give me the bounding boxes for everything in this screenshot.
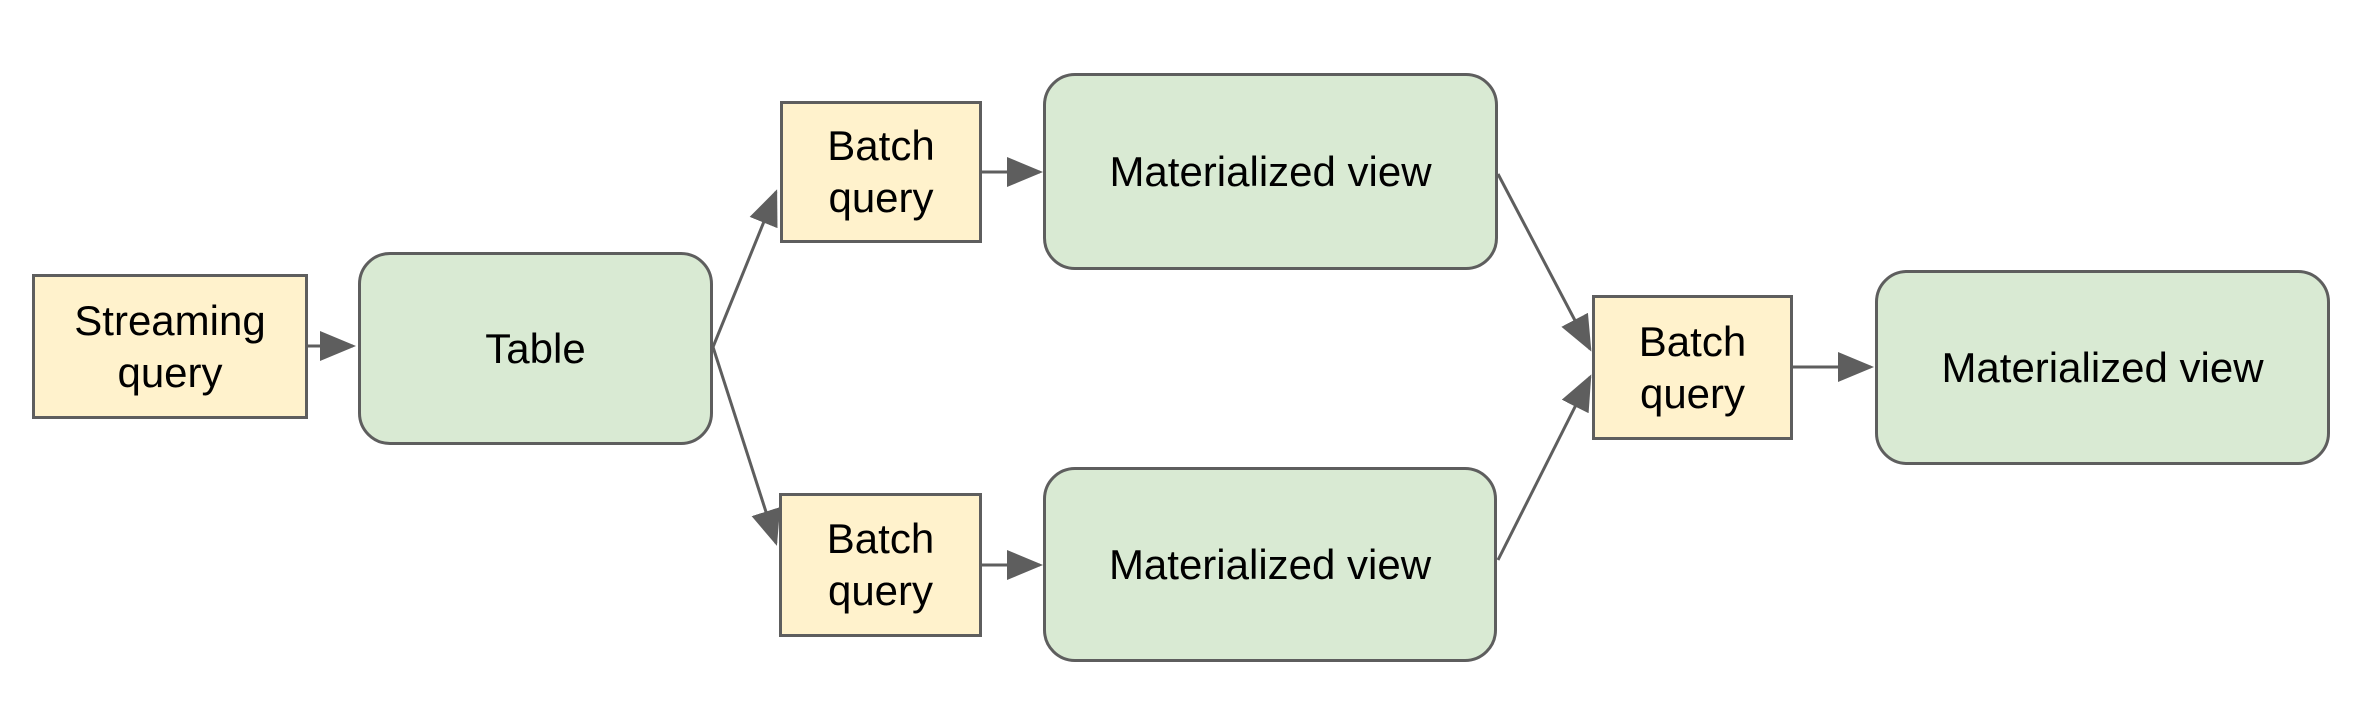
node-materialized-view-top: Materialized view: [1043, 73, 1498, 270]
node-materialized-view-bottom: Materialized view: [1043, 467, 1497, 662]
node-table-label: Table: [485, 324, 586, 372]
node-materialized-view-final-label: Materialized view: [1941, 343, 2264, 391]
node-materialized-view-bottom-label: Materialized view: [1108, 540, 1432, 588]
node-materialized-view-top-label: Materialized view: [1109, 147, 1432, 195]
node-streaming-query-label: Streaming query: [74, 296, 266, 396]
node-batch-query-center-label: Batch query: [1638, 317, 1747, 417]
node-batch-query-center: Batch query: [1592, 295, 1793, 440]
node-streaming-query: Streaming query: [32, 274, 308, 419]
node-batch-query-bottom: Batch query: [779, 493, 982, 637]
node-batch-query-top-label: Batch query: [827, 122, 935, 221]
edge-table-to-batch-query-bottom: [711, 346, 781, 546]
edge-materialized-view-top-to-batch-query-center: [1496, 173, 1592, 352]
node-batch-query-bottom-label: Batch query: [826, 515, 935, 614]
edge-materialized-view-bottom-to-batch-query-center: [1496, 374, 1592, 561]
node-table: Table: [358, 252, 713, 445]
node-materialized-view-final: Materialized view: [1875, 270, 2330, 465]
edge-table-to-batch-query-top: [711, 189, 778, 348]
node-batch-query-top: Batch query: [780, 101, 982, 243]
